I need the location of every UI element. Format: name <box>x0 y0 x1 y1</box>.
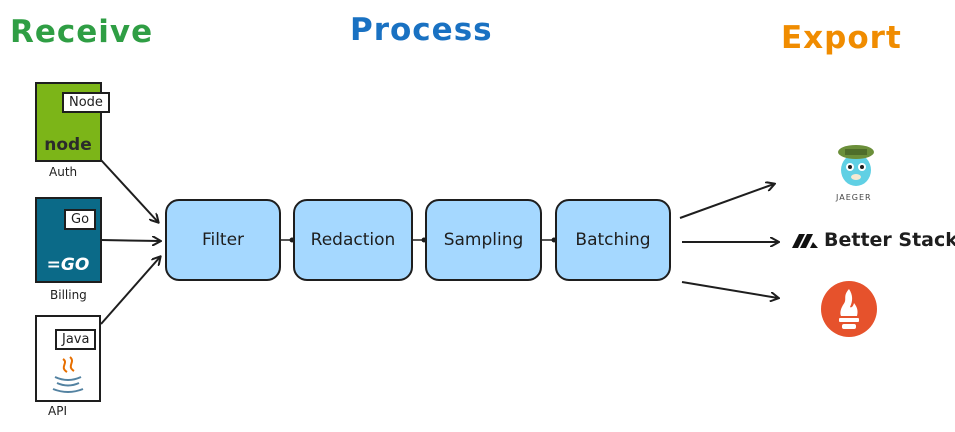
arrow-api-to-filter <box>100 257 160 325</box>
arrow-auth-to-filter <box>100 159 158 222</box>
jaeger-icon <box>838 145 874 186</box>
betterstack-name: Better Stack <box>824 229 955 251</box>
stage-batching: Batching <box>555 199 671 281</box>
lang-tag-java: Java <box>55 329 97 350</box>
receive-heading: Receive <box>10 14 154 50</box>
jaeger-label: JAEGER <box>836 193 872 202</box>
prometheus-icon <box>821 281 877 337</box>
stage-sampling: Sampling <box>425 199 542 281</box>
stage-redaction: Redaction <box>293 199 413 281</box>
lang-tag-go: Go <box>64 209 97 230</box>
arrow-batching-to-prometheus <box>681 281 778 298</box>
betterstack-icon <box>792 234 818 248</box>
service-name-billing: Billing <box>50 288 87 302</box>
process-heading: Process <box>350 12 493 48</box>
arrow-billing-to-filter <box>100 240 160 241</box>
nodejs-icon: node <box>44 135 91 155</box>
svg-text:=GO: =GO <box>47 255 90 275</box>
svg-text:node: node <box>44 135 91 155</box>
export-heading: Export <box>781 20 902 56</box>
service-name-auth: Auth <box>49 165 78 179</box>
stage-filter: Filter <box>165 199 281 281</box>
lang-tag-node: Node <box>62 92 110 113</box>
go-icon: =GO <box>47 255 90 275</box>
arrow-batching-to-jaeger <box>679 184 774 219</box>
service-name-api: API <box>48 404 67 418</box>
java-icon <box>52 356 84 393</box>
